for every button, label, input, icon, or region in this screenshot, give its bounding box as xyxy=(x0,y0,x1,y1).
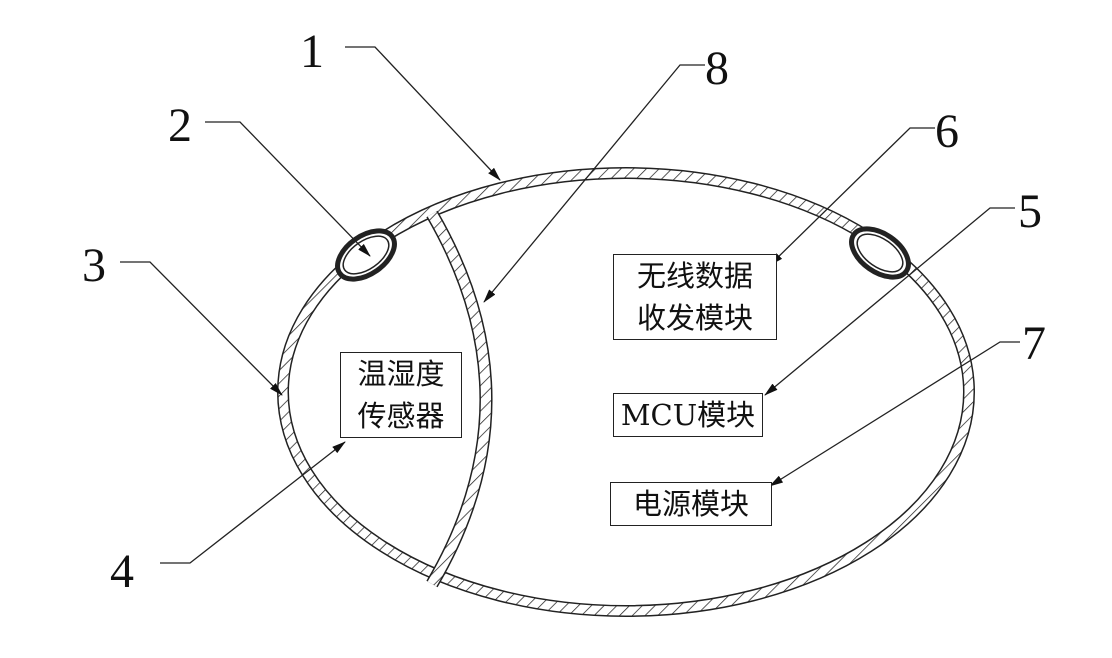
power-module-box: 电源模块 xyxy=(610,482,772,526)
label-2: 2 xyxy=(168,99,192,152)
right-vent-bulge xyxy=(849,226,911,280)
wireless-module-box: 无线数据 收发模块 xyxy=(613,254,777,340)
label-7: 7 xyxy=(1022,317,1046,370)
leader-1 xyxy=(345,46,501,181)
leader-4 xyxy=(160,441,346,564)
sensor-module-box: 温湿度 传感器 xyxy=(340,352,462,438)
leader-3 xyxy=(120,261,283,396)
label-6: 6 xyxy=(935,105,959,158)
leader-2 xyxy=(205,121,371,257)
leader-5 xyxy=(764,207,1015,396)
label-3: 3 xyxy=(82,239,106,292)
partition-wall xyxy=(426,210,493,588)
wireless-line-2: 收发模块 xyxy=(636,301,753,335)
label-1: 1 xyxy=(300,25,324,78)
mcu-module-box: MCU模块 xyxy=(613,393,763,437)
leader-lines xyxy=(120,46,1020,564)
leader-8 xyxy=(483,64,705,303)
leader-6 xyxy=(769,127,935,266)
label-8: 8 xyxy=(705,42,729,95)
label-4: 4 xyxy=(110,545,134,598)
sensor-line-1: 温湿度 xyxy=(357,357,445,391)
leader-7 xyxy=(769,341,1020,487)
label-5: 5 xyxy=(1018,185,1042,238)
sensor-line-2: 传感器 xyxy=(357,399,445,433)
wireless-line-1: 无线数据 xyxy=(636,259,753,293)
outer-shell xyxy=(277,167,975,617)
